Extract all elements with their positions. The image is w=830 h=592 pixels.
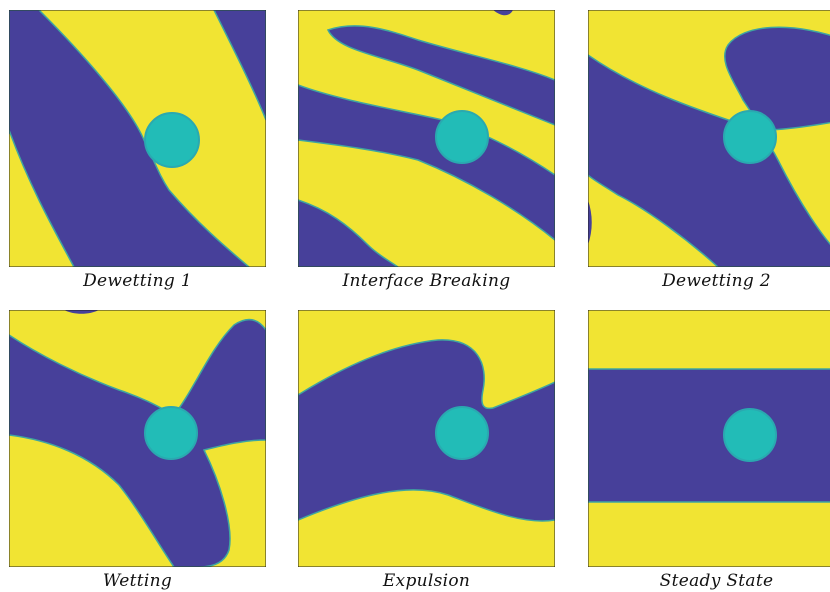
caption-interface-breaking: Interface Breaking <box>342 271 511 291</box>
panel-interface-breaking <box>298 10 555 267</box>
panel-steady-state <box>588 310 830 567</box>
phase-field-image-dewetting-2 <box>588 10 830 267</box>
phase-field-image-wetting <box>9 310 266 567</box>
panel-dewetting-2 <box>588 10 830 267</box>
phase-field-image-expulsion <box>298 310 555 567</box>
caption-wetting: Wetting <box>102 571 173 591</box>
panel-wetting <box>9 310 266 567</box>
phase-field-image-steady-state <box>588 310 830 567</box>
panel-expulsion <box>298 310 555 567</box>
caption-steady-state: Steady State <box>659 571 774 591</box>
phase-field-image-interface-breaking <box>298 10 555 267</box>
caption-dewetting-2: Dewetting 2 <box>662 271 771 291</box>
caption-dewetting-1: Dewetting 1 <box>83 271 192 291</box>
phase-field-image-dewetting-1 <box>9 10 266 267</box>
caption-expulsion: Expulsion <box>382 571 471 591</box>
panel-dewetting-1 <box>9 10 266 267</box>
